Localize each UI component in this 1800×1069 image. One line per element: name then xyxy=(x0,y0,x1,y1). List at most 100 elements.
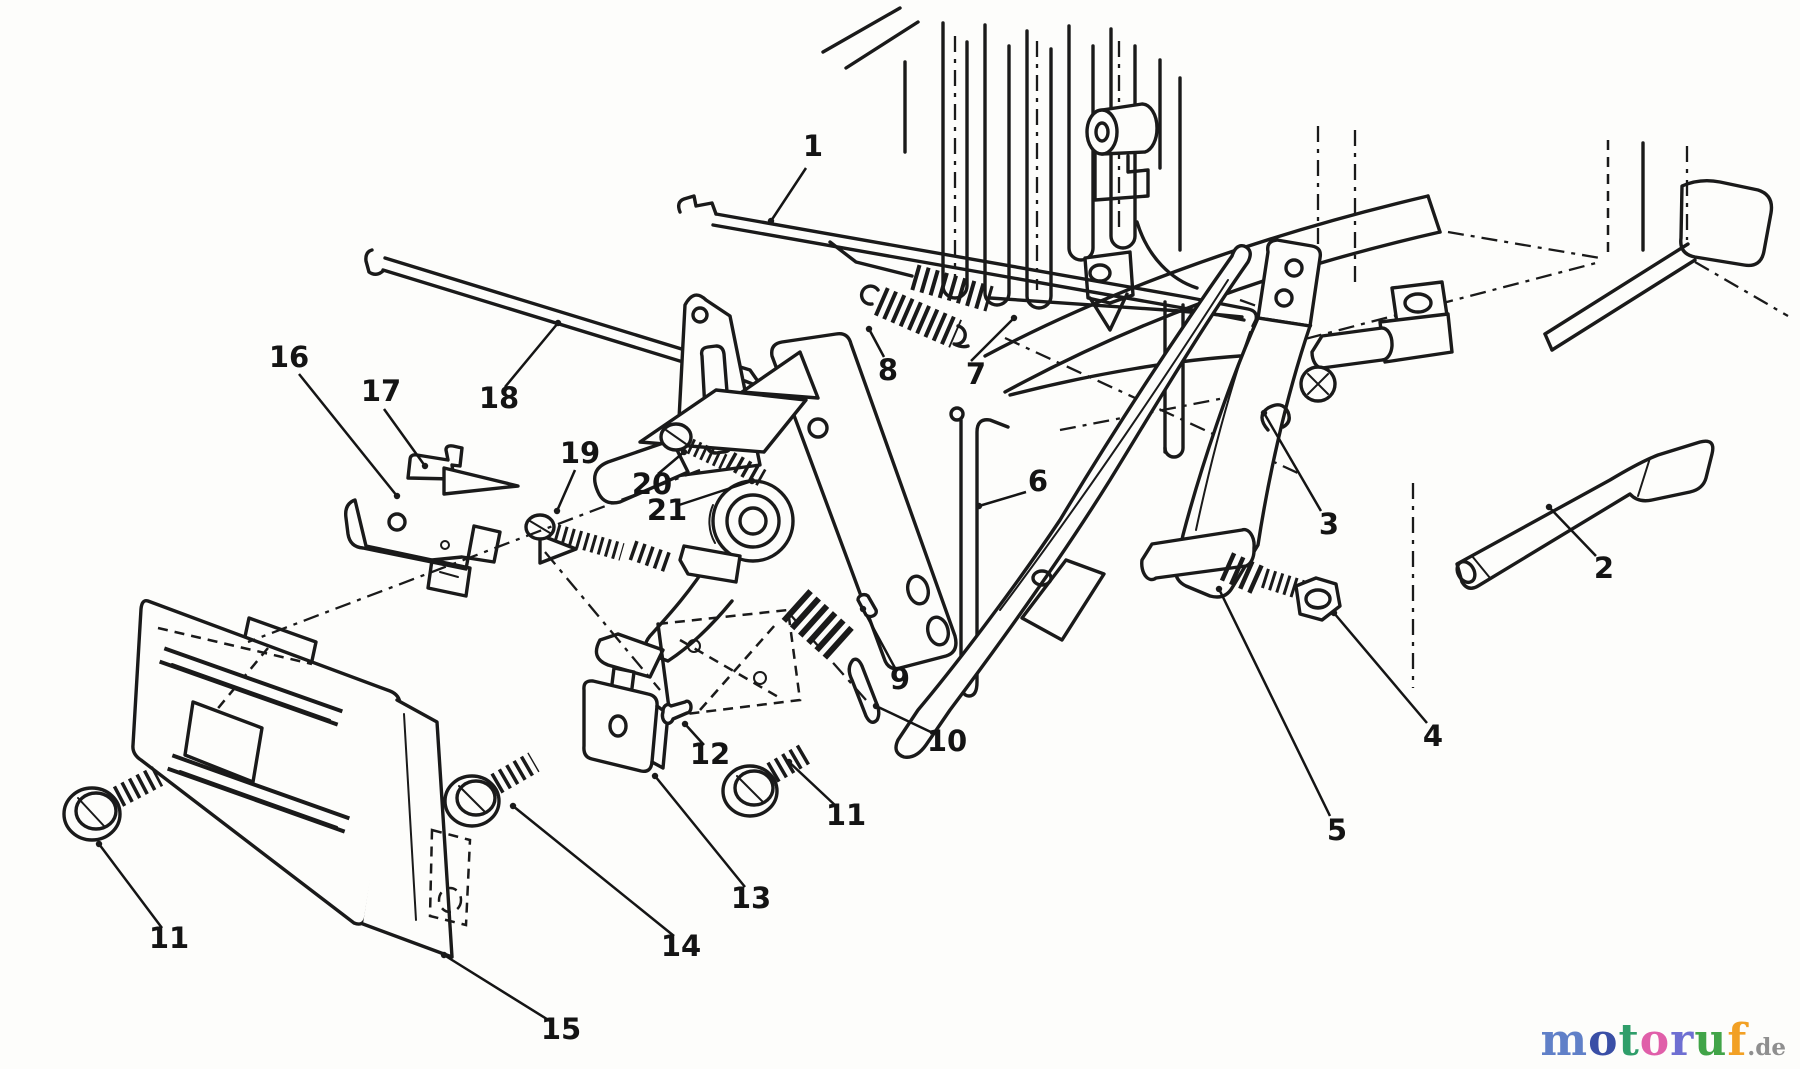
watermark-logo: motoruf.de xyxy=(1541,1019,1786,1063)
leader-dot-1 xyxy=(767,217,775,225)
part-label-4: 4 xyxy=(1423,719,1443,753)
arm-top-plate xyxy=(1256,238,1323,328)
leader-dot-17 xyxy=(421,462,429,470)
plate-face xyxy=(131,598,402,926)
leader-dot-15 xyxy=(440,951,448,959)
extension-spring-8 xyxy=(859,284,970,349)
leader-line-18 xyxy=(504,322,559,388)
governed-speed-spring xyxy=(1219,552,1269,596)
leader-line-20 xyxy=(657,451,685,475)
logo-letter: t xyxy=(1618,1015,1640,1066)
logo-letter: u xyxy=(1694,1015,1728,1066)
leader-line-7 xyxy=(970,317,1015,362)
governor-arm-assembly xyxy=(894,238,1415,759)
governor-pin-10 xyxy=(847,657,881,724)
bracket-16 xyxy=(344,498,502,598)
leader-line-15 xyxy=(443,953,551,1023)
spring-21 xyxy=(725,452,767,486)
logo-suffix: .de xyxy=(1747,1034,1786,1061)
leader-line-12 xyxy=(684,723,705,746)
leader-line-2 xyxy=(1548,506,1597,557)
leader-dot-2 xyxy=(1545,503,1553,511)
leader-dot-9 xyxy=(859,605,867,613)
bellcrank-hub xyxy=(708,479,795,563)
retainer-clip-3 xyxy=(1260,403,1291,432)
spring-21b xyxy=(628,540,676,574)
leader-line-1 xyxy=(769,167,808,222)
leader-line-14 xyxy=(512,805,675,937)
part-label-10: 10 xyxy=(927,724,967,758)
part-label-2: 2 xyxy=(1594,551,1614,585)
speed-control-bracket xyxy=(344,422,767,598)
part-label-18: 18 xyxy=(479,381,519,415)
flange-bolt-11-left xyxy=(62,766,164,842)
leader-dot-20 xyxy=(680,448,688,456)
screw-20 xyxy=(659,422,728,470)
part-label-15: 15 xyxy=(541,1012,581,1046)
leader-dot-7 xyxy=(1010,314,1018,322)
leader-line-19 xyxy=(555,469,577,512)
logo-letter: o xyxy=(1639,1015,1671,1066)
governor-rod-7 xyxy=(828,240,1244,319)
logo-letter: o xyxy=(1588,1015,1619,1066)
hidden-plate xyxy=(656,608,802,718)
leader-line-16 xyxy=(298,373,398,497)
leader-line-11 xyxy=(98,843,163,929)
leader-dot-16 xyxy=(393,492,401,500)
part-label-3: 3 xyxy=(1319,507,1339,541)
leader-dot-19 xyxy=(553,507,561,515)
part-label-6: 6 xyxy=(1028,464,1048,498)
pin-12 xyxy=(660,699,693,726)
leader-dot-5 xyxy=(1215,585,1223,593)
part-label-9: 9 xyxy=(890,662,910,696)
leader-line-11 xyxy=(788,761,838,808)
clamp-13 xyxy=(582,666,670,773)
logo-letter: m xyxy=(1540,1015,1589,1066)
leader-dot-21 xyxy=(748,477,756,485)
kick-lever xyxy=(894,244,1252,759)
leader-line-3 xyxy=(1262,412,1323,512)
leader-line-10 xyxy=(875,704,936,736)
leader-line-9 xyxy=(861,608,897,669)
crankcase xyxy=(983,126,1789,476)
pivot-pin-9 xyxy=(856,593,878,619)
part-label-11: 11 xyxy=(826,798,866,832)
leader-dot-12 xyxy=(681,720,689,728)
leader-dot-3 xyxy=(1260,409,1268,417)
part-label-16: 16 xyxy=(269,340,309,374)
leader-dot-11 xyxy=(785,758,793,766)
leader-line-21 xyxy=(675,479,753,508)
part-label-5: 5 xyxy=(1327,813,1347,847)
pointer-triangle xyxy=(442,466,520,496)
leader-line-6 xyxy=(978,490,1027,508)
part-label-14: 14 xyxy=(661,929,701,963)
part-label-8: 8 xyxy=(878,353,898,387)
clamp-tab xyxy=(678,544,742,584)
plate-flap xyxy=(361,698,454,959)
cylinder-boss xyxy=(1085,102,1159,202)
logo-letter: f xyxy=(1727,1015,1748,1066)
engine-mount-pad xyxy=(1679,178,1774,268)
leader-line-13 xyxy=(654,775,746,888)
leader-dot-13 xyxy=(651,772,659,780)
part-label-12: 12 xyxy=(690,737,730,771)
part-label-1: 1 xyxy=(803,129,823,163)
part-label-21: 21 xyxy=(647,493,687,527)
part-label-20: 20 xyxy=(632,467,672,501)
leader-dot-11 xyxy=(95,840,103,848)
dipstick-rod-2 xyxy=(1455,439,1715,590)
leader-dot-14 xyxy=(509,802,517,810)
part-label-11: 11 xyxy=(149,921,189,955)
flange-bolt-14 xyxy=(443,752,540,828)
leader-dot-10 xyxy=(872,702,880,710)
leader-dot-6 xyxy=(975,502,983,510)
leader-line-5 xyxy=(1217,588,1332,817)
torsion-spring xyxy=(781,589,858,663)
leader-dot-18 xyxy=(554,319,562,327)
part-label-19: 19 xyxy=(560,436,600,470)
hex-nut-4 xyxy=(1294,576,1342,622)
leader-line-17 xyxy=(382,408,427,467)
leader-dot-4 xyxy=(1330,609,1338,617)
